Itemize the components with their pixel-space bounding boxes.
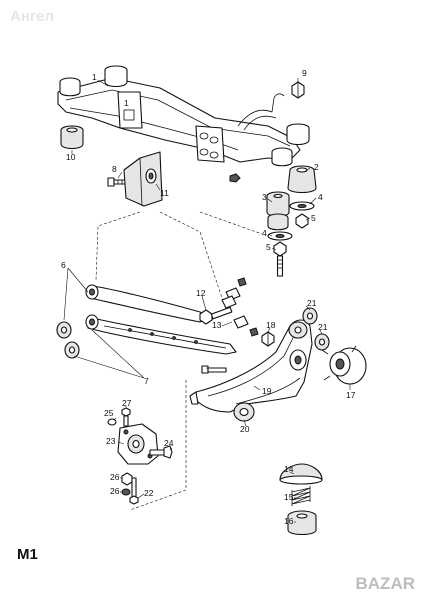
callout-4-upper: 4 [318,192,323,202]
lower-link-7 [85,314,237,355]
bushing-10 [60,125,84,150]
nut-26-upper [121,472,133,486]
callout-5-lower: 5 [266,242,271,252]
nut-18 [261,331,275,347]
spring-15 [291,486,311,506]
bolt-12-lower [201,365,227,374]
bushing-21-upper [302,307,318,325]
subframe: 1 [57,65,310,167]
callout-19: 19 [262,386,272,396]
callout-11: 11 [160,188,169,198]
callout-21-lower: 21 [318,322,328,332]
callout-8: 8 [112,164,117,174]
callout-15: 15 [284,492,294,502]
callout-7: 7 [144,376,149,386]
callout-16: 16 [284,516,294,526]
callout-10: 10 [66,152,76,162]
link-bushing-lower [64,341,80,359]
subframe-mount-bushing-right [286,123,310,146]
sheet-code: M1 [17,546,38,563]
leader-lines [63,78,351,523]
callout-1: 1 [92,72,97,82]
bushing-3 [266,191,290,218]
callout-17: 17 [346,390,356,400]
callout-20: 20 [240,424,250,434]
callout-4-lower: 4 [262,228,267,238]
brackets-13 [233,315,259,337]
assembly-line-rear [129,380,187,511]
subframe-mount-bushing-left [59,77,81,97]
svg-text:1: 1 [124,98,129,108]
callout-13: 13 [212,320,222,330]
callout-3: 3 [262,192,267,202]
washer-4-lower [267,231,293,241]
callout-21-upper: 21 [307,298,317,308]
bolt-5-lower [273,241,287,277]
bolt-27 [121,407,131,427]
callout-26-lower: 26 [110,486,120,496]
subframe-mount-bushing-center [104,65,128,88]
cap-14 [279,463,323,485]
callout-14: 14 [284,464,294,474]
wheel-hub-17 [321,345,367,385]
nut-25 [107,418,117,426]
callout-6: 6 [61,260,66,270]
callout-18: 18 [266,320,276,330]
bolt-24 [149,445,173,459]
nut-small [229,173,241,183]
bushing-20 [233,402,255,422]
assembly-line-right [199,211,263,235]
callout-25: 25 [104,408,114,418]
rubber-mount-2 [287,165,317,194]
watermark-bottom: BAZAR [355,574,416,593]
bushing-3-lower [267,213,289,231]
trailing-arm-19 [189,319,313,413]
link-bushing-upper [56,321,72,339]
subframe-mount-bushing-lower [271,147,293,167]
brackets-12 [221,277,247,309]
bolt-22 [129,477,139,505]
bushing-21-lower [314,333,330,351]
washer-4-upper [289,201,315,211]
assembly-line-left [95,211,141,281]
callout-22: 22 [144,488,154,498]
callout-5-upper: 5 [311,213,316,223]
nut-9 [291,81,305,99]
callout-26-upper: 26 [110,472,120,482]
assembly-line-center [159,211,225,305]
bracket-23 [117,423,159,465]
callout-23: 23 [106,436,116,446]
bolt-5-upper [295,213,309,229]
callout-27: 27 [122,398,132,408]
callout-labels: 1 2 3 4 4 5 5 6 7 8 9 10 11 12 13 14 15 … [61,68,356,526]
callout-24: 24 [164,438,174,448]
callout-12: 12 [196,288,206,298]
callout-9: 9 [302,68,307,78]
callout-2: 2 [314,162,319,172]
upper-link-6 [85,284,209,323]
nut-26-lower [121,488,131,496]
mount-block-11 [123,151,163,207]
watermark-top: Ангел [10,8,55,25]
bushing-16 [287,510,317,536]
